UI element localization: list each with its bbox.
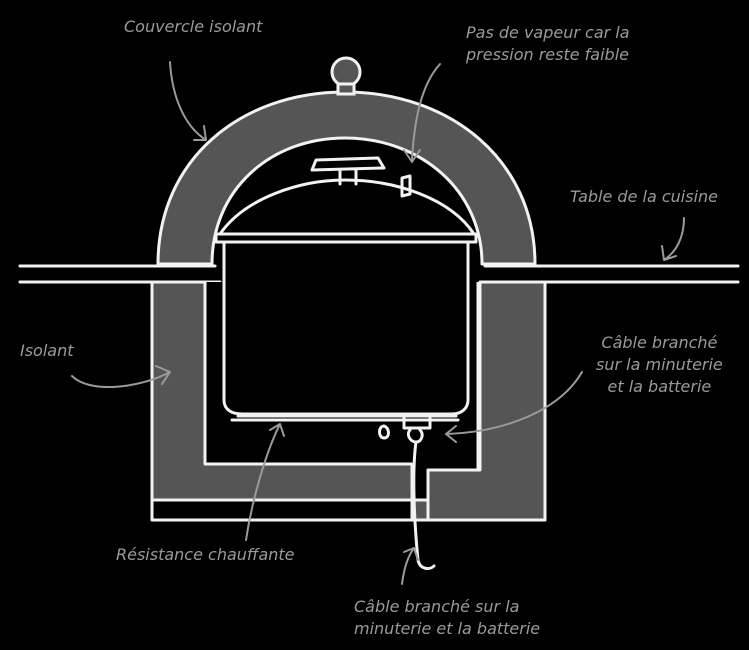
pot-lid — [218, 178, 476, 236]
label-cable-timer-battery-bottom: Câble branché sur la minuterie et la bat… — [354, 597, 541, 638]
arrow-steam — [403, 63, 441, 163]
insulated-lid — [156, 90, 537, 266]
label-kitchen-table: Table de la cuisine — [570, 187, 718, 206]
lid-knob — [330, 56, 362, 88]
cable — [412, 440, 436, 570]
steam-valve — [400, 174, 412, 198]
arrow-lid — [169, 61, 207, 141]
label-no-steam: Pas de vapeur car la pression reste faib… — [466, 23, 630, 64]
pressure-cooker — [214, 156, 478, 570]
arrow-cable-right — [445, 371, 583, 443]
pot-body — [222, 240, 470, 416]
label-cable-timer-battery-right: Câble branché sur la minuterie et la bat… — [596, 333, 723, 396]
label-insulated-lid: Couvercle isolant — [124, 17, 263, 36]
heating-element — [230, 414, 460, 422]
label-insulation: Isolant — [20, 341, 74, 360]
pot-lid-handle — [310, 156, 386, 186]
arrow-cable-bottom — [401, 547, 419, 585]
label-heating-element: Résistance chauffante — [116, 545, 295, 564]
arrow-table — [661, 217, 685, 261]
kitchen-table — [18, 264, 740, 284]
arrow-heater — [245, 423, 285, 541]
arrows — [71, 61, 685, 585]
arrow-insulation — [71, 365, 171, 388]
